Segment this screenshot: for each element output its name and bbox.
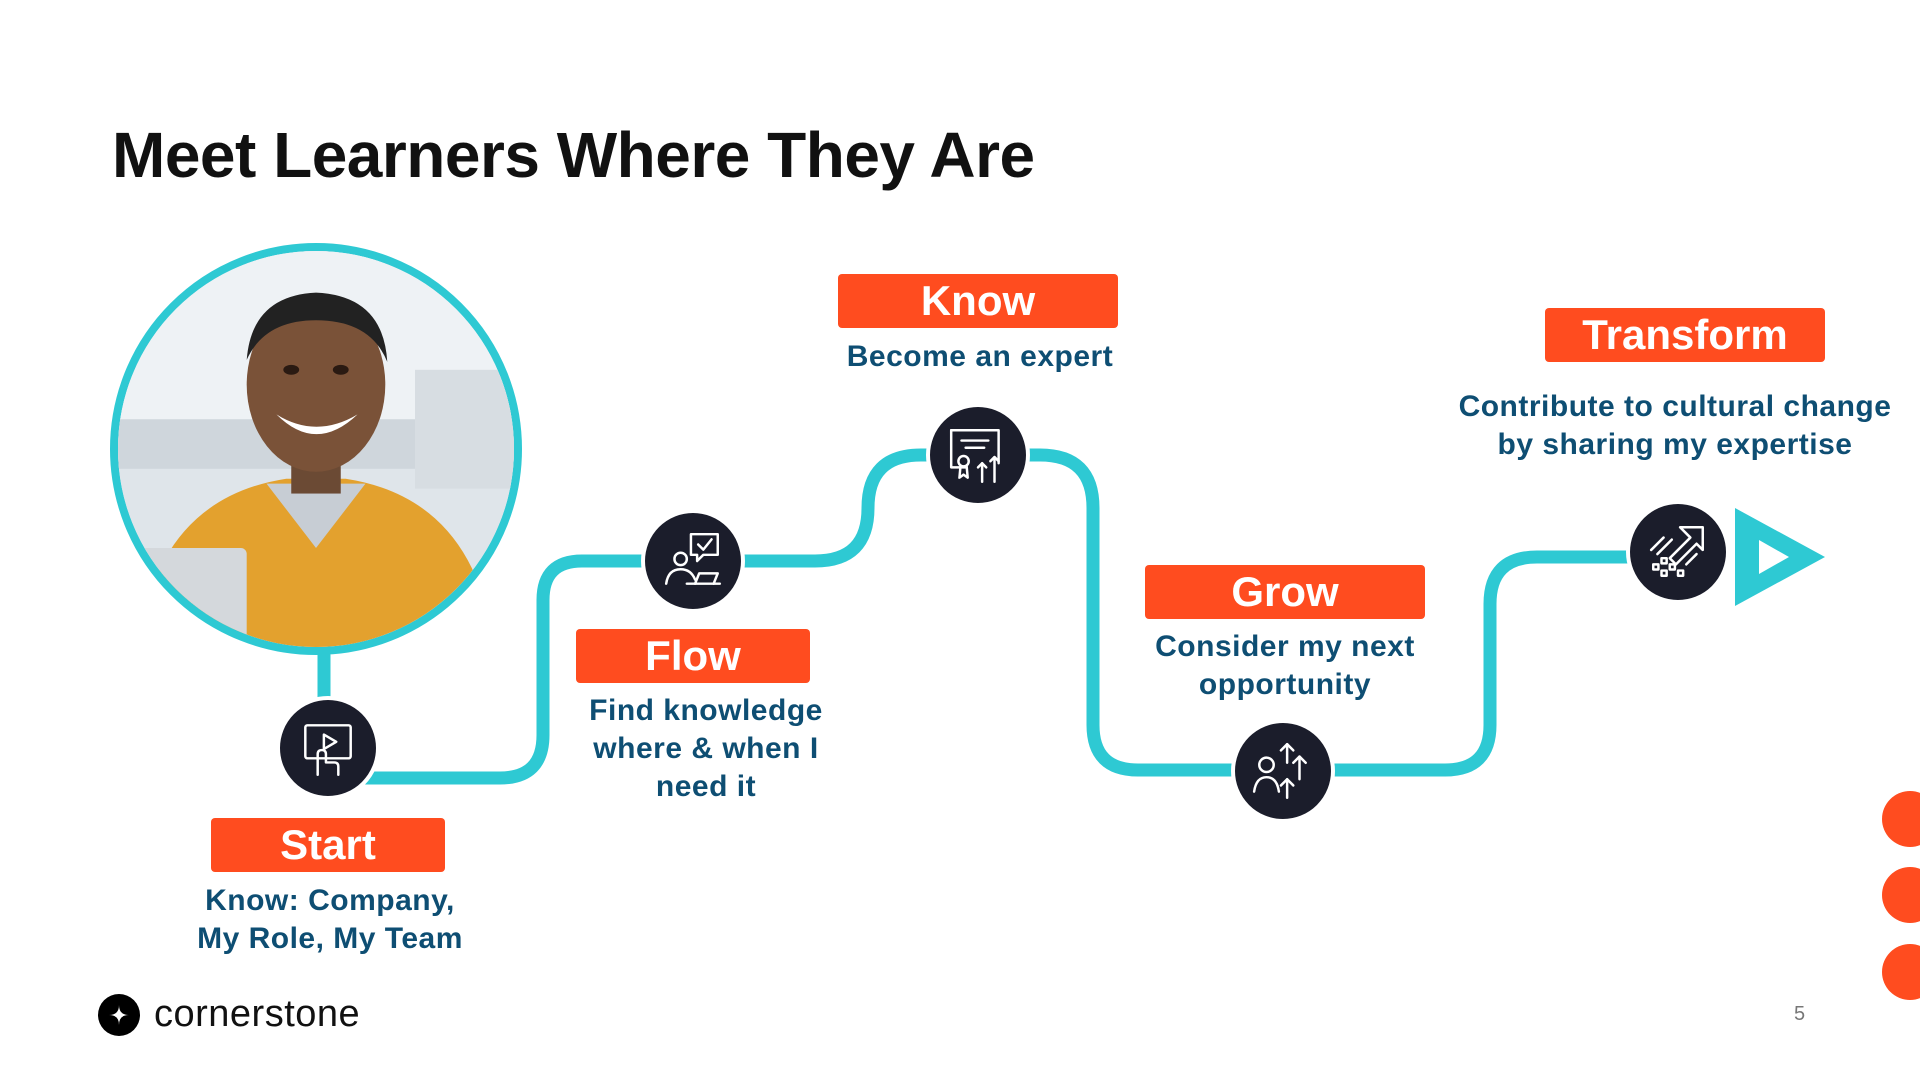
step-flow-label: Flow xyxy=(576,629,810,683)
page-title: Meet Learners Where They Are xyxy=(112,119,1035,191)
step-flow-node xyxy=(641,509,745,613)
step-grow-label: Grow xyxy=(1145,565,1425,619)
page-number: 5 xyxy=(1794,1003,1806,1025)
step-know-desc: Become an expert xyxy=(846,340,1114,373)
brand-name: cornerstone xyxy=(154,993,361,1035)
decor-dot-1 xyxy=(1882,791,1920,847)
step-transform-label: Transform xyxy=(1545,308,1825,362)
step-grow-desc: Consider my next opportunity xyxy=(1155,630,1415,701)
step-transform-desc: Contribute to cultural change by sharing… xyxy=(1458,390,1892,461)
decor-dot-2 xyxy=(1882,867,1920,923)
arrow-head-icon xyxy=(1735,508,1825,606)
step-know-label: Know xyxy=(838,274,1118,328)
step-start-label: Start xyxy=(211,818,445,872)
video-touch-icon xyxy=(304,724,352,777)
certificate-growth-icon xyxy=(949,429,1000,484)
step-transform-node xyxy=(1626,500,1730,604)
person-arrows-up-icon xyxy=(1252,742,1307,800)
learner-portrait xyxy=(110,243,522,655)
network-growth-arrow-icon xyxy=(1649,526,1704,577)
brand-logo: cornerstone xyxy=(98,993,360,1036)
person-chat-check-icon xyxy=(664,532,722,585)
step-start-desc: Know: Company, My Role, My Team xyxy=(197,884,463,955)
cornerstone-logo-icon xyxy=(98,993,140,1036)
step-grow-node xyxy=(1231,719,1335,823)
learner-photo xyxy=(118,251,514,647)
step-know-node xyxy=(926,403,1030,507)
step-flow-desc: Find knowledge where & when I need it xyxy=(589,694,823,803)
step-start-node xyxy=(276,696,380,800)
decor-dot-3 xyxy=(1882,944,1920,1000)
